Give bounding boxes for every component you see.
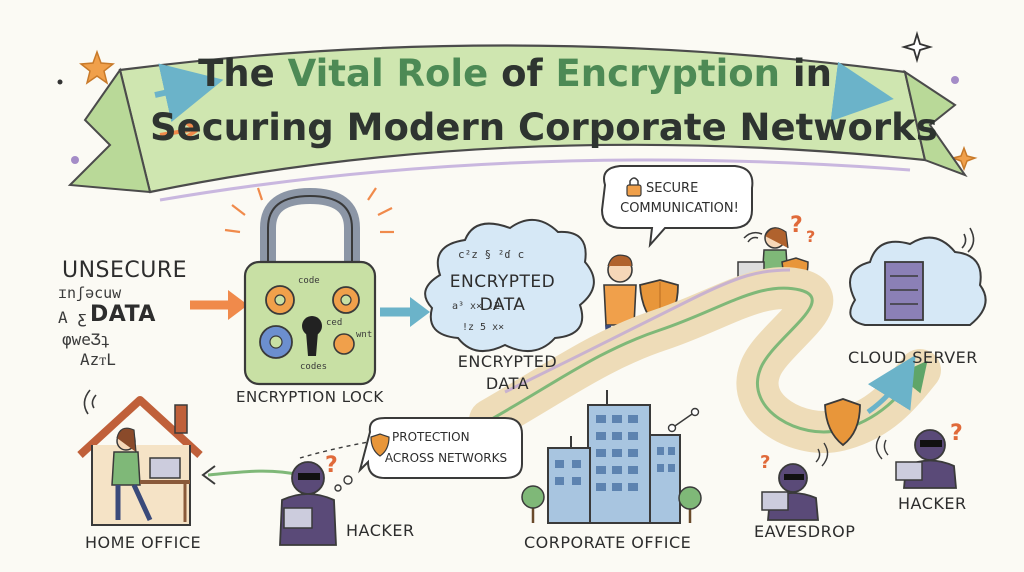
encryption-lock-label: ENCRYPTION LOCK <box>236 388 384 406</box>
cloud-encrypted-label: ENCRYPTED <box>449 272 556 292</box>
title-mid: of <box>488 52 556 95</box>
wifi-icon <box>743 231 763 243</box>
title-highlight-vital-role: Vital Role <box>287 52 489 95</box>
hacker-figure <box>279 461 337 546</box>
corporate-office-label: CORPORATE OFFICE <box>524 533 692 552</box>
home-office-label: HOME OFFICE <box>85 533 202 552</box>
cloud-symbols: a³ x× !2 <box>452 301 501 312</box>
encrypted-data-label-line2: DATA <box>485 374 530 393</box>
cloud-symbols: c²z § ²ɗ c <box>458 248 525 261</box>
scribble-text: φweƷʇ <box>62 330 111 349</box>
title-suffix: in <box>780 52 832 95</box>
protection-label-line2: ACROSS NETWORKS <box>384 451 508 465</box>
lock-code-text: ced <box>326 318 343 328</box>
secure-comm-label-line2: COMMUNICATION! <box>620 201 739 216</box>
tree-icon <box>521 485 545 523</box>
hacker-figure <box>895 429 957 489</box>
svg-text:?: ? <box>760 452 770 473</box>
arrow-icon <box>190 290 248 320</box>
arrow-icon <box>380 297 430 327</box>
star-icon <box>900 30 934 64</box>
svg-text:?: ? <box>950 421 963 446</box>
question-mark-icon: ? ? <box>790 213 815 246</box>
encrypted-data-label: ENCRYPTED <box>457 352 558 371</box>
arrow-icon <box>159 120 201 140</box>
page-subtitle: Securing Modern Corporate Networks <box>150 106 938 149</box>
lock-code-text: code <box>298 276 320 286</box>
data-label: DATA <box>90 302 156 327</box>
unsecure-label: UNSECURE <box>62 258 188 283</box>
tree-icon <box>678 486 702 523</box>
wifi-icon <box>83 389 97 415</box>
padlock-icon <box>243 187 377 386</box>
building-windows <box>555 415 675 491</box>
secure-comm-label: SECURE <box>646 181 699 196</box>
protection-label: PROTECTION <box>392 430 470 444</box>
arrow-icon <box>154 63 224 123</box>
dot-decoration <box>57 79 63 85</box>
thought-bubble-dots <box>334 475 353 492</box>
question-mark-icon: ? <box>760 452 770 473</box>
cloud-server-label: CLOUD SERVER <box>848 348 978 367</box>
scribble-text: ɪnʃəcuw <box>58 284 122 302</box>
scribble-text: AzᴛL <box>80 350 116 369</box>
scribble-text: A ƹ <box>58 308 87 327</box>
title-prefix: The <box>198 52 288 95</box>
speech-bubble <box>358 417 523 479</box>
cloud-server <box>849 236 987 326</box>
encrypted-data-cloud <box>424 219 595 353</box>
svg-text:?: ? <box>790 213 803 238</box>
arrow-icon <box>830 61 894 122</box>
star-icon <box>79 49 115 85</box>
wifi-icon <box>961 227 975 253</box>
network-node-icon <box>667 407 700 433</box>
svg-text:?: ? <box>325 453 338 478</box>
wifi-icon <box>875 435 889 460</box>
arrow-icon <box>866 355 916 415</box>
shield-icon <box>824 398 861 447</box>
title-highlight-encryption: Encryption <box>555 52 781 95</box>
house-icon <box>77 396 203 526</box>
wifi-icon <box>815 442 829 467</box>
svg-text:?: ? <box>806 227 815 246</box>
question-mark-icon: ? <box>325 453 338 478</box>
lock-code-text: wnt <box>356 330 373 340</box>
cloud-data-label: DATA <box>479 295 526 315</box>
hacker-right-label: HACKER <box>898 494 967 513</box>
cloud-symbols: !z 5 x× <box>462 322 505 333</box>
eavesdropper-figure <box>761 463 819 521</box>
hacker-left-label: HACKER <box>346 521 415 540</box>
shield-icon <box>370 433 390 457</box>
dot-decoration <box>951 76 959 84</box>
lock-code-text: codes <box>300 362 328 372</box>
corporate-building <box>547 390 681 524</box>
title-banner <box>67 44 968 202</box>
star-icon <box>950 145 978 172</box>
dot-decoration <box>71 156 79 164</box>
question-mark-icon: ? <box>950 421 963 446</box>
sparkle-icon <box>224 187 394 234</box>
eavesdrop-label: EAVESDROP <box>754 522 856 541</box>
lock-icon <box>626 177 642 197</box>
page-title: The Vital Role of Encryption in <box>150 52 880 95</box>
